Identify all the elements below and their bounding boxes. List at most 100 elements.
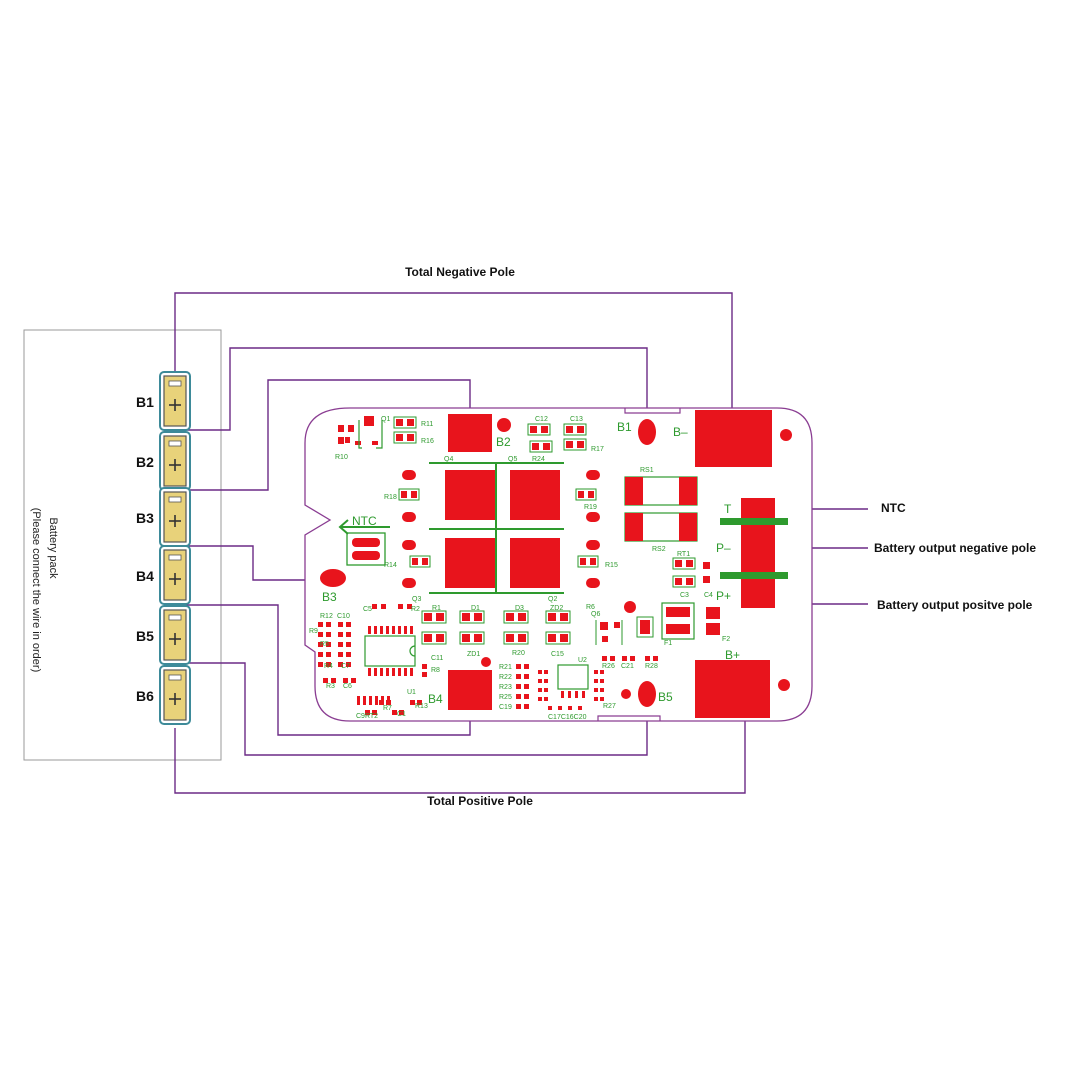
ref-zd2: ZD2 [550,605,563,612]
ref-c4: C4 [704,592,713,599]
ref-c7: C7 [341,663,350,670]
terminal-bar-bottom [720,572,788,579]
ref-q2: Q2 [548,596,557,603]
mount-hole [624,601,636,613]
cell-terminal-b1: B1 [136,371,191,431]
ref-c11: C11 [431,655,443,662]
board-notch-bottom [597,715,661,721]
mount-hole [780,429,792,441]
ref-c17c16c20: C17C16C20 [548,714,587,721]
wire-b3 [185,545,333,581]
cell-label-b4: B4 [136,568,154,584]
cell-label-b3: B3 [136,510,154,526]
ref-r16: R16 [421,438,434,445]
ref-d3: D3 [515,605,524,612]
ref-u1: U1 [407,689,416,696]
silk-ntc: NTC [352,514,377,528]
ref-r17: R17 [591,446,604,453]
pcb-board: B2 B1 B– B3 B4 B5 B+ T P– P+ NTC Q1 R11 … [304,407,813,722]
output-terminal [741,498,775,608]
smd-components [318,416,710,715]
ref-f2: F2 [722,636,730,643]
ref-r1: R1 [432,605,441,612]
ref-r28: R28 [645,663,658,670]
mount-hole [621,689,631,699]
mosfet-side-pads [402,470,600,588]
ref-r27: R27 [603,703,616,710]
total-positive-pole-label: Total Positive Pole [427,794,533,808]
silk-b2: B2 [496,435,511,449]
silk-p-minus: P– [716,541,731,555]
reference-designators: Q1 R11 R16 R10 C12 C13 R24 R17 Q4 Q5 Q3 … [309,416,730,721]
silk-b-plus: B+ [725,648,740,662]
ref-r4: R4 [324,663,333,670]
ref-zd1: ZD1 [467,651,480,658]
ref-r20: R20 [512,650,525,657]
ref-c12: C12 [535,416,548,423]
pad-b3 [320,569,346,587]
silk-b-minus: B– [673,425,688,439]
ref-d1: D1 [471,605,480,612]
cell-terminal-b6: B6 [136,665,191,725]
ref-r15: R15 [605,562,618,569]
mount-hole [481,657,491,667]
mount-hole [778,679,790,691]
cell-terminal-b2: B2 [136,431,191,491]
ref-c5: C5 [363,606,372,613]
pad-b4 [448,670,492,710]
ref-c6: C6 [343,683,352,690]
ref-r9: R9 [309,628,318,635]
ref-r14: R14 [384,562,397,569]
ref-c3: C3 [680,592,689,599]
ref-c15: C15 [551,651,564,658]
ref-r5: R5 [320,641,329,648]
mosfet-q2 [510,538,560,588]
ref-rs2: RS2 [652,546,666,553]
ref-c9rt2: C9RT2 [356,713,378,720]
silk-b5: B5 [658,690,673,704]
ref-r19: R19 [584,504,597,511]
ref-c19: C19 [499,704,512,711]
ref-r24: R24 [532,456,545,463]
cell-label-b1: B1 [136,394,154,410]
fuse-f1 [661,602,695,640]
pad-b-plus [695,660,770,718]
board-notch-top [624,408,681,414]
cell-label-b6: B6 [136,688,154,704]
battery-pack-frame [23,329,222,761]
ref-c1: C1 [397,711,406,718]
ref-c21: C21 [621,663,634,670]
cell-label-b5: B5 [136,628,154,644]
output-negative-label: Battery output negative pole [874,541,1036,555]
output-positive-label: Battery output positve pole [877,598,1033,612]
ic-u2 [557,664,589,690]
ref-r25: R25 [499,694,512,701]
ref-r10: R10 [335,454,348,461]
silk-b4: B4 [428,692,443,706]
ref-rs1: RS1 [640,467,654,474]
ref-r7: R7 [383,705,392,712]
ref-r2: R2 [411,606,420,613]
ref-r26: R26 [602,663,615,670]
ref-r8: R8 [431,667,440,674]
wire-total-positive [174,690,746,794]
cell-label-b2: B2 [136,454,154,470]
ref-rt1: RT1 [677,551,690,558]
ref-q4: Q4 [444,456,453,463]
ref-q5: Q5 [508,456,517,463]
total-negative-pole-label: Total Negative Pole [405,265,515,279]
ref-q1: Q1 [381,416,390,423]
cell-terminal-b3: B3 [136,487,191,547]
silk-b3: B3 [322,590,337,604]
ref-r3: R3 [326,683,335,690]
wire-b2 [185,379,471,491]
ref-r11: R11 [421,421,433,428]
mosfet-q5 [510,470,560,520]
ntc-footprint [338,519,390,566]
ref-r6: R6 [586,604,595,611]
battery-pack-label: Battery pack [47,517,59,579]
pad-b1 [638,419,656,445]
ref-r18: R18 [384,494,397,501]
